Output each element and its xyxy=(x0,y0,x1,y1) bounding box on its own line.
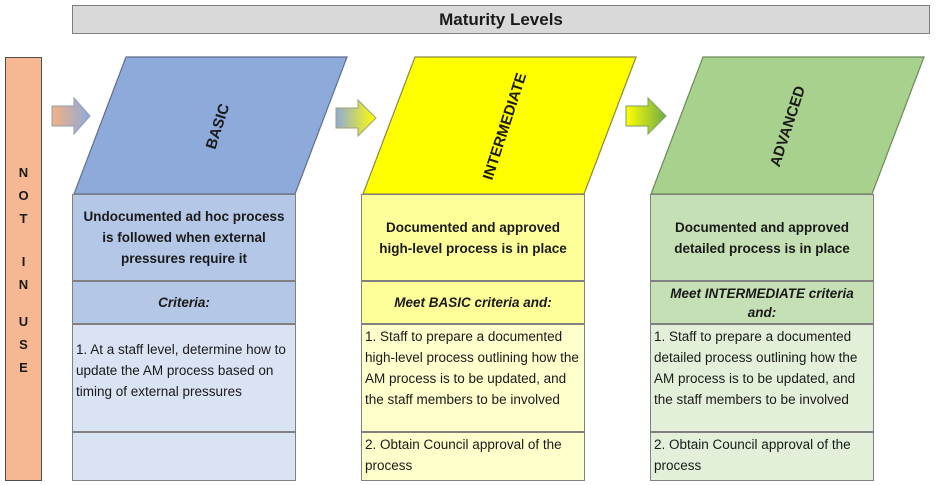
arrow-to-basic xyxy=(51,96,91,136)
not-in-use-bar: N O T I N U S E xyxy=(5,57,42,481)
intermediate-criterion-1: 1. Staff to prepare a documented high-le… xyxy=(361,324,585,432)
not-in-use-letter: U xyxy=(18,314,29,329)
arrow-to-advanced xyxy=(625,96,667,136)
not-in-use-letter: O xyxy=(18,188,29,203)
not-in-use-letter: S xyxy=(19,337,28,352)
not-in-use-letter: N xyxy=(18,165,29,180)
not-in-use-letter: I xyxy=(21,254,26,269)
advanced-criterion-2: 2. Obtain Council approval of the proces… xyxy=(650,432,874,481)
advanced-criteria-heading: Meet INTERMEDIATE criteria and: xyxy=(650,281,874,324)
basic-empty-cell xyxy=(72,432,296,481)
basic-criteria-heading: Criteria: xyxy=(72,281,296,324)
intermediate-criterion-2: 2. Obtain Council approval of the proces… xyxy=(361,432,585,481)
not-in-use-letter: E xyxy=(19,360,28,375)
arrow-to-intermediate xyxy=(335,98,377,138)
advanced-description: Documented and approved detailed process… xyxy=(650,194,874,281)
basic-criterion-1: 1. At a staff level, determine how to up… xyxy=(72,324,296,432)
intermediate-criteria-heading: Meet BASIC criteria and: xyxy=(361,281,585,324)
not-in-use-letter: T xyxy=(19,211,28,226)
basic-description: Undocumented ad hoc process is followed … xyxy=(72,194,296,281)
intermediate-description: Documented and approved high-level proce… xyxy=(361,194,585,281)
not-in-use-letter: N xyxy=(18,277,29,292)
advanced-criterion-1: 1. Staff to prepare a documented detaile… xyxy=(650,324,874,432)
maturity-levels-title: Maturity Levels xyxy=(72,5,930,34)
